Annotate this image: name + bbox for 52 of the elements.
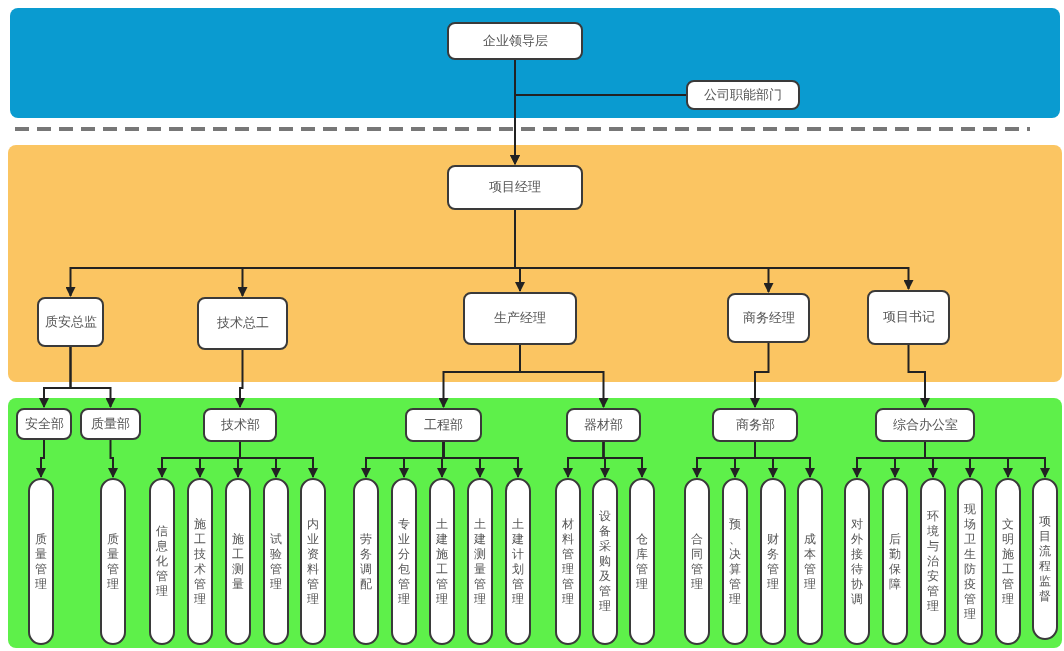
duty-box: 仓库管理: [629, 478, 655, 645]
connector-arrow: [750, 342, 770, 408]
connector-arrow: [924, 441, 1050, 478]
duty-box: 土建测量管理: [467, 478, 493, 645]
duty-box: 信息化管理: [149, 478, 175, 645]
connector-arrow: [36, 439, 46, 478]
duty-box: 环境与治安管理: [920, 478, 946, 645]
org-box: 工程部: [405, 408, 482, 442]
duty-box: 文明施工管理: [995, 478, 1021, 645]
duty-box: 专业分包管理: [391, 478, 417, 645]
duty-box: 项目流程监督: [1032, 478, 1058, 640]
duty-box: 后勤保障: [882, 478, 908, 645]
connector-arrow: [235, 349, 245, 408]
org-box: 技术总工: [197, 297, 288, 350]
org-box: 企业领导层: [447, 22, 583, 60]
duty-box: 对外接待协调: [844, 478, 870, 645]
duty-box: 质量管理: [28, 478, 54, 645]
duty-box: 质量管理: [100, 478, 126, 645]
duty-box: 现场卫生防疫管理: [957, 478, 983, 645]
org-box: 器材部: [566, 408, 641, 442]
duty-box: 施工测量: [225, 478, 251, 645]
connector-arrow: [754, 441, 815, 478]
org-box: 公司职能部门: [686, 80, 800, 110]
connector-arrow: [907, 344, 930, 408]
connector-arrow: [442, 441, 523, 478]
connector-arrow: [602, 441, 647, 478]
org-box: 综合办公室: [875, 408, 975, 442]
duty-box: 土建施工管理: [429, 478, 455, 645]
duty-box: 预、决算管理: [722, 478, 748, 645]
duty-box: 成本管理: [797, 478, 823, 645]
org-box: 项目经理: [447, 165, 583, 210]
org-box: 技术部: [203, 408, 277, 442]
duty-box: 财务管理: [760, 478, 786, 645]
duty-box: 材料管理管理: [555, 478, 581, 645]
org-box: 质量部: [80, 408, 141, 440]
org-box: 商务经理: [727, 293, 810, 343]
duty-box: 设备采购及管理: [592, 478, 618, 645]
duty-box: 合同管理: [684, 478, 710, 645]
connector-arrow: [239, 441, 318, 478]
duty-box: 试验管理: [263, 478, 289, 645]
org-box: 商务部: [712, 408, 798, 442]
connector-arrow: [69, 346, 116, 408]
duty-box: 内业资料管理: [300, 478, 326, 645]
duty-box: 施工技术管理: [187, 478, 213, 645]
org-box: 项目书记: [867, 290, 950, 345]
org-box: 质安总监: [37, 297, 104, 347]
duty-box: 劳务调配: [353, 478, 379, 645]
connector-arrow: [510, 94, 687, 165]
connector-arrow: [108, 439, 118, 478]
org-box: 生产经理: [463, 292, 577, 345]
duty-box: 土建计划管理: [505, 478, 531, 645]
org-box: 安全部: [16, 408, 72, 440]
